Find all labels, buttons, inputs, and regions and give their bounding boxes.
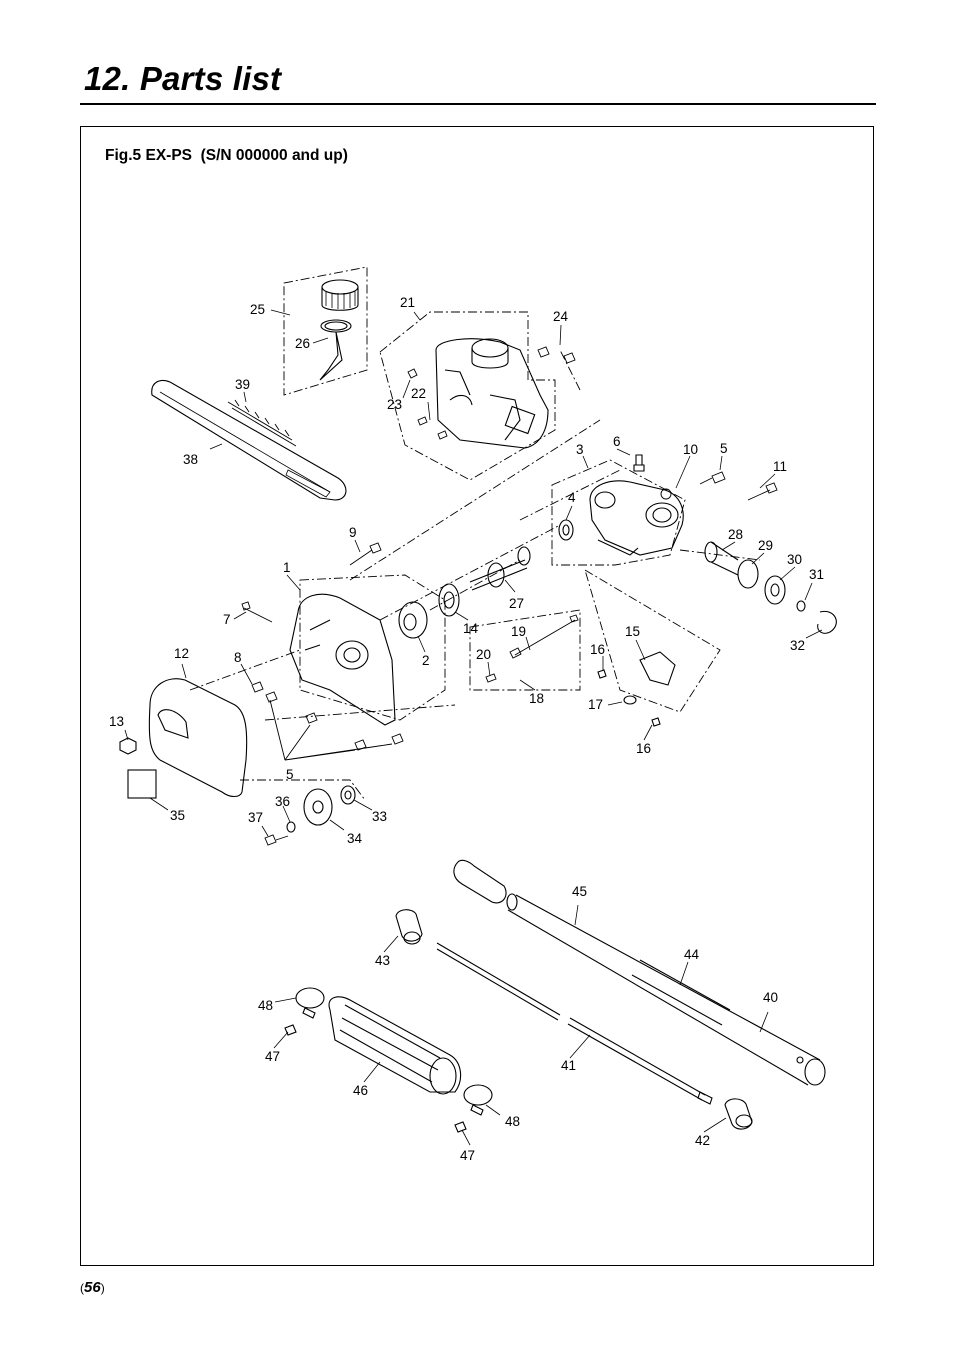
shaft-assembly-shape — [398, 546, 531, 639]
part-label: 16 — [636, 741, 651, 756]
part-label: 40 — [763, 990, 778, 1005]
oil-cap-shape — [321, 279, 359, 311]
part-label: 13 — [109, 714, 124, 729]
bolt-7-shape — [241, 601, 273, 623]
part-label: 28 — [728, 527, 743, 542]
part-label: 2 — [422, 653, 430, 668]
part-label: 11 — [773, 459, 787, 474]
part-label: 15 — [625, 624, 640, 639]
part-label: 21 — [400, 295, 415, 310]
part-label: 16 — [590, 642, 605, 657]
drive-shaft-shape — [436, 942, 713, 1105]
part-label: 39 — [235, 377, 250, 392]
part-label: 41 — [561, 1058, 576, 1073]
part-label: 48 — [505, 1114, 520, 1129]
part-label: 31 — [809, 567, 824, 582]
part-label: 19 — [511, 624, 526, 639]
part-label: 9 — [349, 525, 357, 540]
seal-ring-shape — [319, 319, 352, 381]
assembly-lines — [189, 266, 761, 801]
part-label: 33 — [372, 809, 387, 824]
gear-case-shape — [589, 480, 684, 556]
main-pipe-shape — [453, 859, 826, 1086]
grip-shape — [328, 996, 462, 1095]
hose-clamps-shape — [284, 987, 493, 1133]
part-label: 37 — [248, 810, 263, 825]
part-label: 23 — [387, 397, 402, 412]
part-label: 5 — [720, 441, 728, 456]
part-label: 42 — [695, 1133, 710, 1148]
gear-case-bolts — [660, 471, 778, 501]
saw-chain-shape — [227, 399, 297, 447]
part-label: 46 — [353, 1083, 368, 1098]
part-label: 48 — [258, 998, 273, 1013]
small-bolts-top — [407, 346, 576, 440]
part-label: 20 — [476, 647, 491, 662]
part-label: 32 — [790, 638, 805, 653]
adjust-bolt-shape — [509, 614, 579, 659]
label-plate-shape — [127, 769, 157, 799]
cover-bolts — [251, 681, 404, 761]
part-label: 6 — [613, 434, 621, 449]
section-title: 12. Parts list — [84, 60, 282, 97]
part-label: 27 — [509, 596, 524, 611]
part-label: 47 — [265, 1049, 280, 1064]
part-label: 47 — [460, 1148, 475, 1163]
nut-shape — [119, 737, 137, 755]
part-label: 35 — [170, 808, 185, 823]
bolt-9-shape — [349, 542, 382, 566]
part-label: 44 — [684, 947, 700, 962]
part-label: 24 — [553, 309, 569, 324]
part-label: 38 — [183, 452, 198, 467]
title-rule — [80, 103, 876, 105]
sprocket-guard-shape — [148, 678, 248, 798]
part-label: 25 — [250, 302, 265, 317]
part-label: 5 — [286, 767, 294, 782]
grease-nipple-shape — [633, 454, 645, 472]
part-label: 34 — [347, 831, 363, 846]
part-label: 10 — [683, 442, 698, 457]
sprocket-plate-shape — [289, 593, 396, 726]
part-label: 26 — [295, 336, 310, 351]
part-label: 7 — [223, 612, 231, 627]
part-label: 45 — [572, 884, 587, 899]
part-label: 29 — [758, 538, 773, 553]
bearing-shape — [558, 519, 574, 541]
part-label: 1 — [283, 560, 291, 575]
part-label: 18 — [529, 691, 544, 706]
part-label: 12 — [174, 646, 189, 661]
part-label: 22 — [411, 386, 426, 401]
lower-small-parts — [264, 785, 356, 846]
part-number-labels: 1 2 3 4 5 5 6 7 8 9 10 11 12 13 14 15 16… — [109, 295, 824, 1163]
part-label: 3 — [576, 442, 584, 457]
guide-bar-shape — [151, 379, 347, 501]
chain-tensioner-shape — [597, 651, 676, 727]
part-label: 17 — [588, 697, 603, 712]
figure-frame — [80, 126, 874, 1266]
part-label: 36 — [275, 794, 290, 809]
leader-lines — [124, 309, 823, 1146]
part-label: 8 — [234, 650, 242, 665]
drive-shaft-bearings — [704, 541, 837, 634]
page-number: (56) — [80, 1279, 105, 1296]
figure-caption: Fig.5 EX-PS (S/N 000000 and up) — [105, 147, 348, 164]
part-label: 30 — [787, 552, 802, 567]
oil-tank-shape — [435, 338, 549, 449]
page-number-value: 56 — [84, 1279, 101, 1296]
part-label: 4 — [568, 490, 576, 505]
part-label: 14 — [463, 621, 479, 636]
collars-shape — [395, 909, 753, 1130]
part-label: 43 — [375, 953, 390, 968]
